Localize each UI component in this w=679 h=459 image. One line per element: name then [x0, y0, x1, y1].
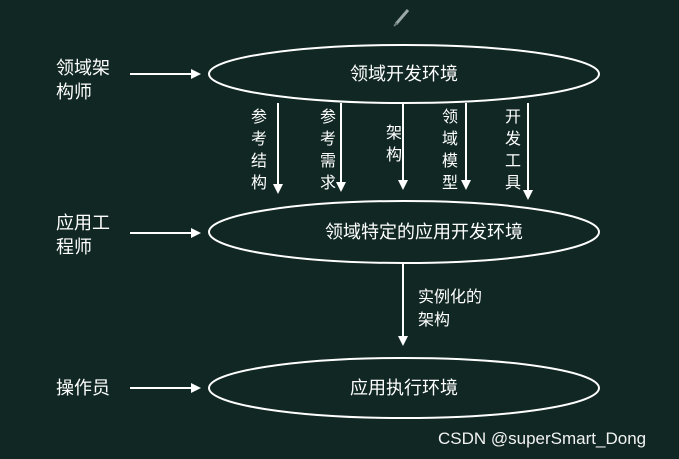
svg-text:域: 域 [442, 129, 458, 148]
label-domain-model: 领 域 模 型 [442, 107, 458, 192]
svg-text:开: 开 [505, 107, 521, 126]
svg-text:构: 构 [251, 173, 267, 192]
pen-cursor-icon [393, 9, 410, 27]
svg-text:结: 结 [251, 151, 267, 170]
role-app-engineer-line2: 程师 [56, 237, 92, 258]
svg-text:构: 构 [386, 145, 402, 164]
app-dev-env-label: 领域特定的应用开发环境 [325, 222, 523, 243]
label-ref-structure: 参 考 结 构 [251, 107, 267, 192]
svg-text:模: 模 [442, 151, 458, 170]
svg-text:参: 参 [320, 107, 336, 126]
svg-text:具: 具 [505, 173, 521, 192]
svg-text:型: 型 [442, 173, 458, 192]
svg-text:发: 发 [505, 129, 521, 148]
svg-text:求: 求 [320, 173, 336, 192]
csdn-watermark: CSDN @superSmart_Dong [438, 429, 646, 448]
domain-dev-env-label: 领域开发环境 [350, 64, 458, 85]
role-app-engineer-line1: 应用工 [56, 213, 110, 234]
svg-text:架: 架 [386, 123, 402, 142]
app-exec-env-ellipse [208, 357, 600, 419]
role-operator: 操作员 [56, 378, 110, 399]
instantiation-label-line2: 架构 [418, 310, 450, 329]
role-domain-architect-line2: 构师 [56, 82, 92, 103]
svg-text:需: 需 [320, 151, 336, 170]
svg-text:考: 考 [251, 129, 267, 148]
label-architecture: 架 构 [386, 123, 402, 164]
svg-text:考: 考 [320, 129, 336, 148]
svg-text:参: 参 [251, 107, 267, 126]
label-ref-requirements: 参 考 需 求 [320, 107, 336, 192]
label-dev-tools: 开 发 工 具 [505, 107, 521, 192]
svg-text:领: 领 [442, 107, 458, 126]
role-domain-architect-line1: 领域架 [56, 58, 110, 79]
svg-text:工: 工 [505, 151, 521, 170]
app-exec-env-label: 应用执行环境 [350, 378, 458, 399]
instantiation-label-line1: 实例化的 [418, 287, 482, 306]
